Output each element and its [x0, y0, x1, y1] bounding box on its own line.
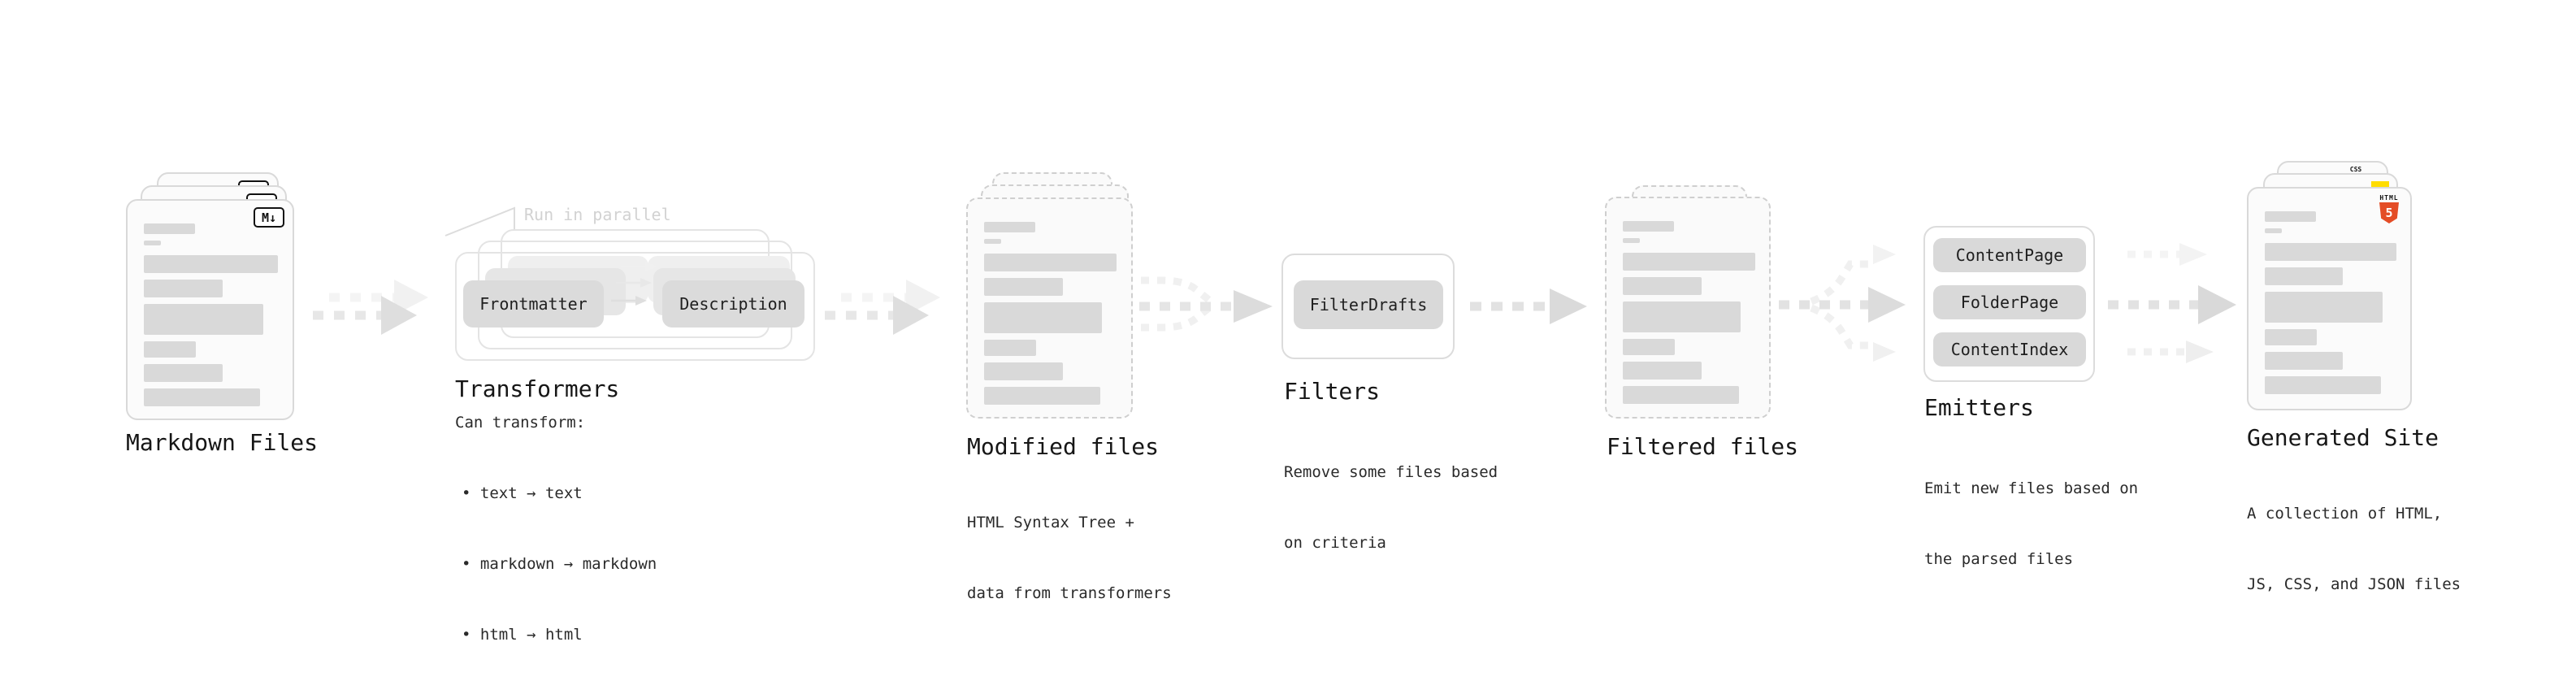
flow-arrow-icon	[825, 280, 940, 335]
placeholder-bar	[2265, 243, 2396, 261]
triple-arrows-icon	[2108, 243, 2236, 363]
modified-files-description: HTML Syntax Tree + data from transformer…	[967, 464, 1172, 653]
bullet-marker: •	[462, 484, 471, 502]
bullet-item: • html → html	[462, 623, 657, 647]
transformer-container-front	[455, 252, 815, 361]
placeholder-bar	[1623, 386, 1739, 404]
js-file-icon	[2371, 181, 2389, 190]
placeholder-bar	[984, 340, 1036, 356]
stage-label-filtered-files: Filtered files	[1607, 433, 1799, 460]
placeholder-bar	[2265, 376, 2381, 394]
stage-label-emitters: Emitters	[1924, 394, 2034, 421]
html5-word: HTML	[2379, 194, 2399, 202]
placeholder-bar	[984, 239, 1001, 244]
css-label: CSS	[2349, 166, 2362, 173]
placeholder-bar	[144, 341, 196, 358]
placeholder-bar	[1623, 221, 1674, 232]
bullet-text: markdown → markdown	[479, 555, 657, 573]
emitters-description: Emit new files based on the parsed files	[1924, 430, 2138, 618]
html5-icon: HTML 5	[2379, 194, 2400, 223]
placeholder-bar	[2265, 267, 2343, 285]
placeholder-bar	[1623, 238, 1640, 243]
placeholder-bar	[144, 304, 263, 335]
stage-label-modified-files: Modified files	[967, 433, 1160, 460]
flow-arrow-icon	[1470, 288, 1587, 324]
placeholder-bar	[1623, 253, 1755, 271]
placeholder-bar	[2265, 211, 2316, 222]
description-line: on criteria	[1284, 534, 1386, 552]
description-pill: Description	[662, 280, 804, 327]
bullet-marker: •	[462, 626, 471, 644]
markdown-icon: M↓	[254, 207, 284, 228]
placeholder-bar	[1623, 277, 1702, 295]
description-line: Remove some files based	[1284, 463, 1498, 481]
description-line: Emit new files based on	[1924, 479, 2139, 497]
doc-content-placeholder	[984, 222, 1117, 411]
annotation-leader-line	[445, 206, 515, 236]
bullet-item: • text → text	[462, 482, 657, 505]
placeholder-bar	[144, 388, 260, 406]
placeholder-bar	[2265, 228, 2282, 233]
placeholder-bar	[984, 222, 1035, 232]
contentpage-pill: ContentPage	[1933, 238, 2086, 272]
description-line: JS, CSS, and JSON files	[2247, 575, 2461, 593]
parallel-arrows-icon	[611, 262, 657, 306]
placeholder-bar	[144, 280, 223, 297]
transformers-subtitle: Can transform:	[455, 414, 586, 432]
placeholder-bar	[984, 387, 1100, 405]
placeholder-bar	[984, 254, 1117, 271]
placeholder-bar	[1623, 301, 1741, 332]
placeholder-bar	[984, 362, 1063, 380]
filterdrafts-pill: FilterDrafts	[1294, 280, 1443, 329]
placeholder-bar	[144, 223, 195, 234]
placeholder-bar	[2265, 292, 2383, 323]
transformers-bullet-list: • text → text • markdown → markdown • ht…	[462, 435, 657, 681]
fork-arrow-icon	[1779, 245, 1906, 362]
placeholder-bar	[144, 241, 161, 245]
flow-arrow-icon	[313, 280, 428, 335]
placeholder-bar	[2265, 352, 2343, 370]
placeholder-bar	[1623, 339, 1675, 355]
description-line: HTML Syntax Tree +	[967, 514, 1134, 531]
placeholder-bar	[1623, 362, 1702, 380]
stage-label-filters: Filters	[1284, 378, 1381, 405]
placeholder-bar	[984, 278, 1063, 296]
placeholder-bar	[144, 364, 223, 382]
bullet-marker: •	[462, 555, 471, 573]
doc-content-placeholder	[2265, 211, 2396, 401]
generated-site-description: A collection of HTML, JS, CSS, and JSON …	[2247, 455, 2461, 644]
doc-content-placeholder	[144, 223, 278, 413]
placeholder-bar	[984, 302, 1102, 333]
placeholder-bar	[144, 255, 278, 273]
markdown-doc-front: M↓	[126, 199, 294, 420]
bullet-text: html → html	[479, 626, 583, 644]
description-line: the parsed files	[1924, 550, 2074, 568]
html5-number: 5	[2385, 206, 2393, 220]
filtered-doc-front	[1605, 197, 1771, 419]
description-line: data from transformers	[967, 584, 1172, 602]
folderpage-pill: FolderPage	[1933, 285, 2086, 319]
modified-doc-front	[966, 197, 1133, 419]
bullet-text: text → text	[479, 484, 583, 502]
stage-label-generated-site: Generated Site	[2247, 424, 2439, 451]
frontmatter-pill: Frontmatter	[463, 280, 604, 327]
placeholder-bar	[2265, 329, 2317, 345]
contentindex-pill: ContentIndex	[1933, 332, 2086, 367]
filters-description: Remove some files based on criteria	[1284, 414, 1498, 602]
run-in-parallel-annotation: Run in parallel	[524, 205, 671, 224]
bullet-item: • markdown → markdown	[462, 553, 657, 576]
stage-label-markdown-files: Markdown Files	[126, 429, 319, 456]
stage-label-transformers: Transformers	[455, 375, 620, 402]
doc-content-placeholder	[1623, 221, 1755, 410]
generated-doc-html: HTML 5	[2247, 187, 2412, 410]
description-line: A collection of HTML,	[2247, 505, 2443, 523]
merge-arrow-icon	[1139, 276, 1273, 332]
